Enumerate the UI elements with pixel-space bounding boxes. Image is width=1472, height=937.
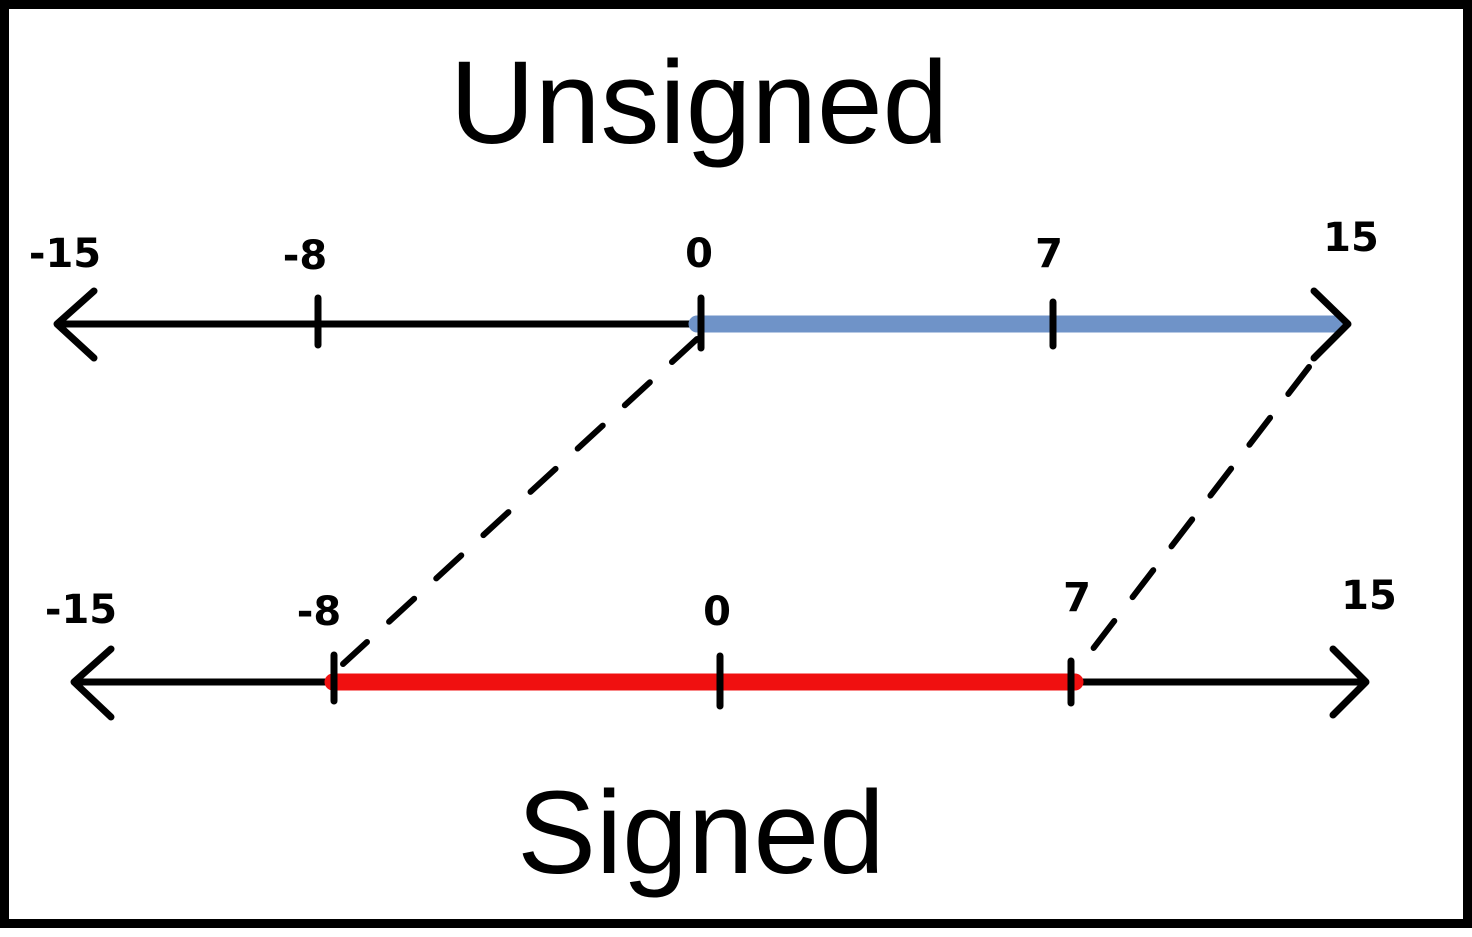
unsigned-right-arrowhead: [1310, 287, 1352, 362]
number-line-diagram: Unsigned -15 -8 0 7 15 -15 -8 0 7 15 Sig…: [29, 37, 1397, 899]
mapping-lines: [340, 336, 1312, 670]
signed-label-7: 7: [1063, 575, 1091, 621]
signed-label-neg15: -15: [45, 587, 117, 633]
unsigned-label-7: 7: [1035, 231, 1063, 277]
unsigned-number-line: -15 -8 0 7 15: [29, 215, 1379, 362]
signed-number-line: -15 -8 0 7 15: [45, 573, 1397, 721]
mapping-line-0-to-neg8: [340, 336, 700, 667]
unsigned-label-neg15: -15: [29, 231, 101, 277]
signed-label-0: 0: [703, 589, 731, 635]
signed-left-arrowhead: [70, 645, 115, 721]
unsigned-label-15: 15: [1323, 215, 1379, 261]
unsigned-left-arrowhead: [53, 287, 98, 362]
signed-label-15: 15: [1341, 573, 1397, 619]
unsigned-title: Unsigned: [450, 37, 949, 169]
mapping-line-15-to-7: [1076, 364, 1312, 670]
unsigned-label-neg8: -8: [283, 233, 327, 279]
signed-title: Signed: [517, 767, 884, 899]
signed-right-arrowhead: [1329, 645, 1370, 719]
signed-label-neg8: -8: [297, 589, 341, 635]
unsigned-label-0: 0: [685, 231, 713, 277]
